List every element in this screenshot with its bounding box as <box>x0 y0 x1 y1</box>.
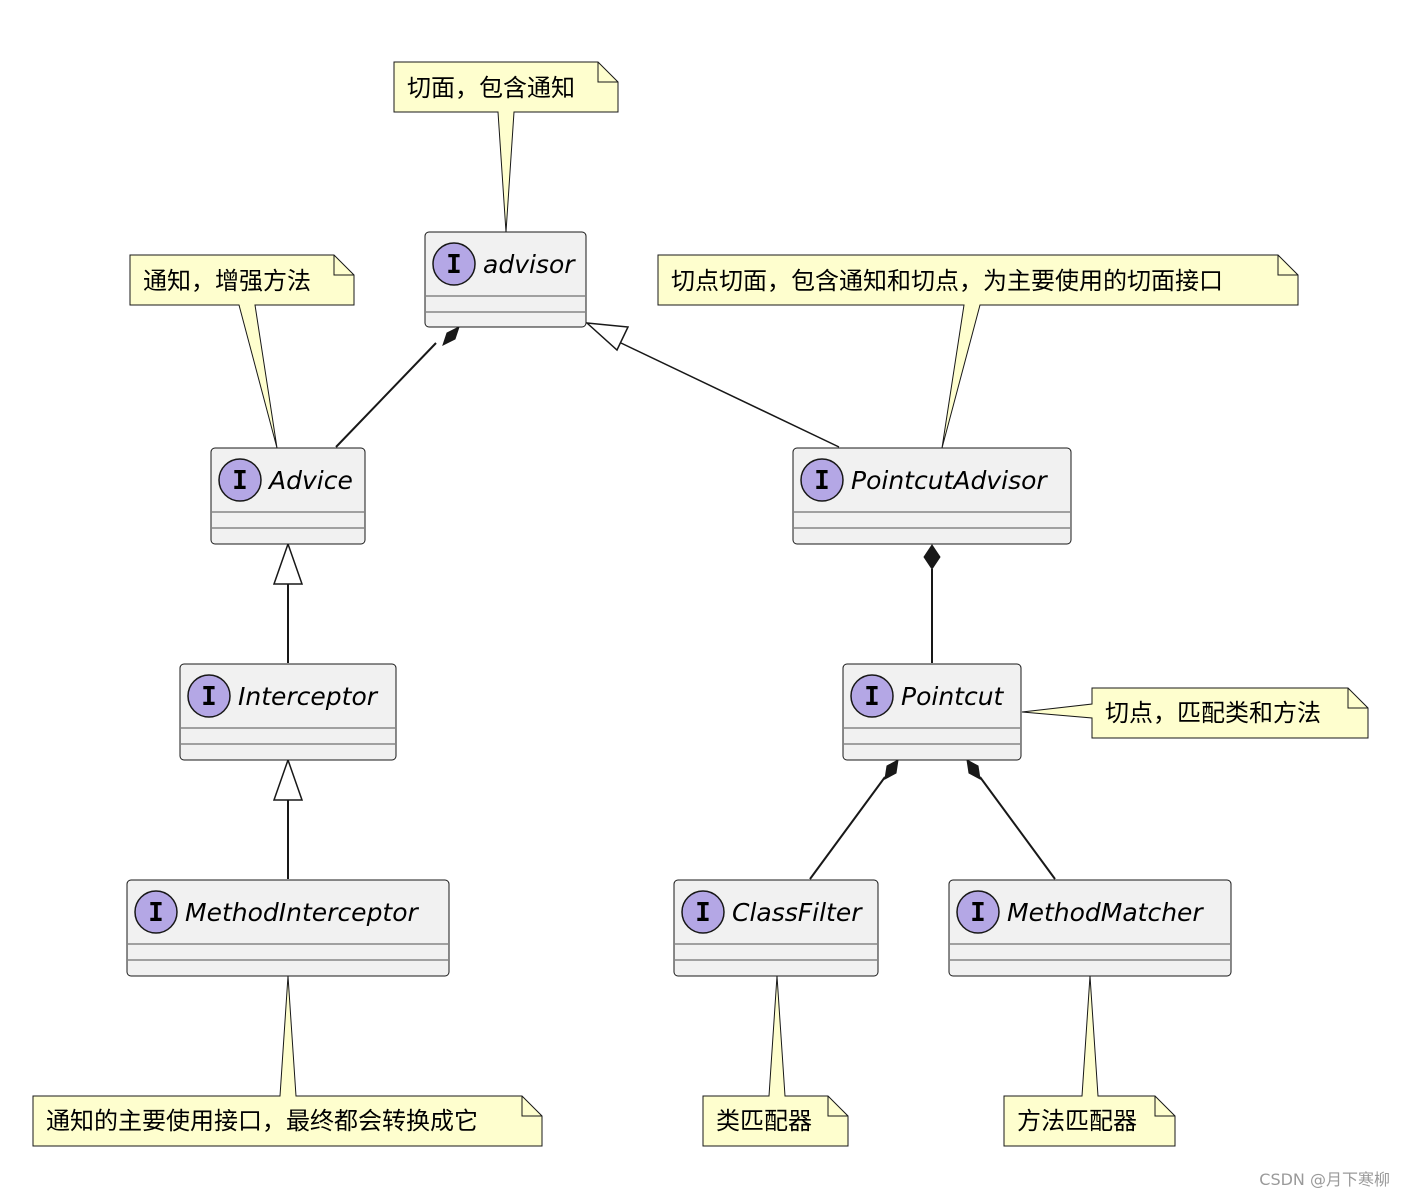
note-fold-icon <box>333 255 354 276</box>
note-pointcut: 切点，匹配类和方法 <box>1021 687 1369 739</box>
note-advisor-text: 切面，包含通知 <box>407 74 575 102</box>
note-methodinterceptor-text: 通知的主要使用接口，最终都会转换成它 <box>46 1107 478 1135</box>
note-advisor: 切面，包含通知 <box>393 61 619 233</box>
interface-badge-label: I <box>970 898 986 928</box>
interface-badge-icon <box>432 242 476 286</box>
interface-badge-label: I <box>814 466 830 496</box>
interface-methodinterceptor[interactable]: I MethodInterceptor <box>126 879 450 977</box>
interface-methodmatcher[interactable]: I MethodMatcher <box>948 879 1232 977</box>
interface-pointcut[interactable]: I Pointcut <box>842 663 1022 761</box>
interface-badge-label: I <box>446 250 462 280</box>
note-advice-text: 通知，增强方法 <box>143 267 311 295</box>
note-fold-icon <box>1277 255 1298 276</box>
composition-pointcutadvisor-pointcut <box>923 544 941 663</box>
note-pointcut-text: 切点，匹配类和方法 <box>1105 699 1321 727</box>
interface-badge-label: I <box>201 682 217 712</box>
interface-advice[interactable]: I Advice <box>210 447 366 545</box>
interface-name: MethodInterceptor <box>185 898 420 927</box>
interface-badge-icon <box>681 890 725 934</box>
composition-pointcut-methodmatcher <box>966 759 1056 880</box>
hollow-triangle-arrow-icon <box>272 757 304 801</box>
note-classfilter-text: 类匹配器 <box>716 1107 812 1135</box>
composition-pointcut-classfilter <box>809 759 899 880</box>
note-classfilter: 类匹配器 <box>702 975 849 1147</box>
interface-classfilter[interactable]: I ClassFilter <box>673 879 879 977</box>
interface-badge-label: I <box>864 682 880 712</box>
generalization-methodinterceptor-interceptor <box>272 757 304 879</box>
interface-badge-label: I <box>148 898 164 928</box>
note-methodmatcher: 方法匹配器 <box>1003 975 1176 1147</box>
hollow-triangle-arrow-icon <box>584 322 630 352</box>
interface-badge-icon <box>187 674 231 718</box>
interface-name: Advice <box>267 466 353 495</box>
interface-badge-icon <box>218 458 262 502</box>
interface-interceptor[interactable]: I Interceptor <box>179 663 397 761</box>
interface-name: advisor <box>483 250 576 279</box>
generalization-pointcutadvisor-advisor <box>584 322 840 448</box>
interface-badge-label: I <box>695 898 711 928</box>
composition-diamond-icon <box>442 326 460 346</box>
generalization-interceptor-advice <box>272 541 304 663</box>
interface-badge-icon <box>800 458 844 502</box>
interface-name: MethodMatcher <box>1007 898 1204 927</box>
note-advice: 通知，增强方法 <box>129 254 355 449</box>
interface-name: Interceptor <box>238 682 379 711</box>
watermark: CSDN @月下寒柳 <box>1259 1170 1390 1189</box>
interface-name: ClassFilter <box>732 898 863 927</box>
note-fold-icon <box>597 62 618 83</box>
note-fold-icon <box>1154 1096 1175 1117</box>
note-methodmatcher-text: 方法匹配器 <box>1017 1107 1137 1135</box>
interface-badge-icon <box>134 890 178 934</box>
composition-diamond-icon <box>923 544 941 570</box>
note-pointcutadvisor-text: 切点切面，包含通知和切点，为主要使用的切面接口 <box>671 267 1223 295</box>
note-fold-icon <box>521 1096 542 1117</box>
composition-diamond-icon <box>966 759 981 780</box>
interface-advisor[interactable]: I advisor <box>424 231 587 328</box>
interface-name: PointcutAdvisor <box>851 466 1048 495</box>
note-fold-icon <box>827 1096 848 1117</box>
composition-advisor-advice <box>335 326 460 448</box>
note-pointcutadvisor: 切点切面，包含通知和切点，为主要使用的切面接口 <box>657 254 1299 449</box>
interface-badge-label: I <box>232 466 248 496</box>
interface-badge-icon <box>956 890 1000 934</box>
composition-diamond-icon <box>884 759 899 780</box>
note-fold-icon <box>1347 688 1368 709</box>
interface-badge-icon <box>850 674 894 718</box>
interface-name: Pointcut <box>901 682 1005 711</box>
note-methodinterceptor: 通知的主要使用接口，最终都会转换成它 <box>32 975 543 1147</box>
hollow-triangle-arrow-icon <box>272 541 304 585</box>
interface-pointcutadvisor[interactable]: I PointcutAdvisor <box>792 447 1072 545</box>
